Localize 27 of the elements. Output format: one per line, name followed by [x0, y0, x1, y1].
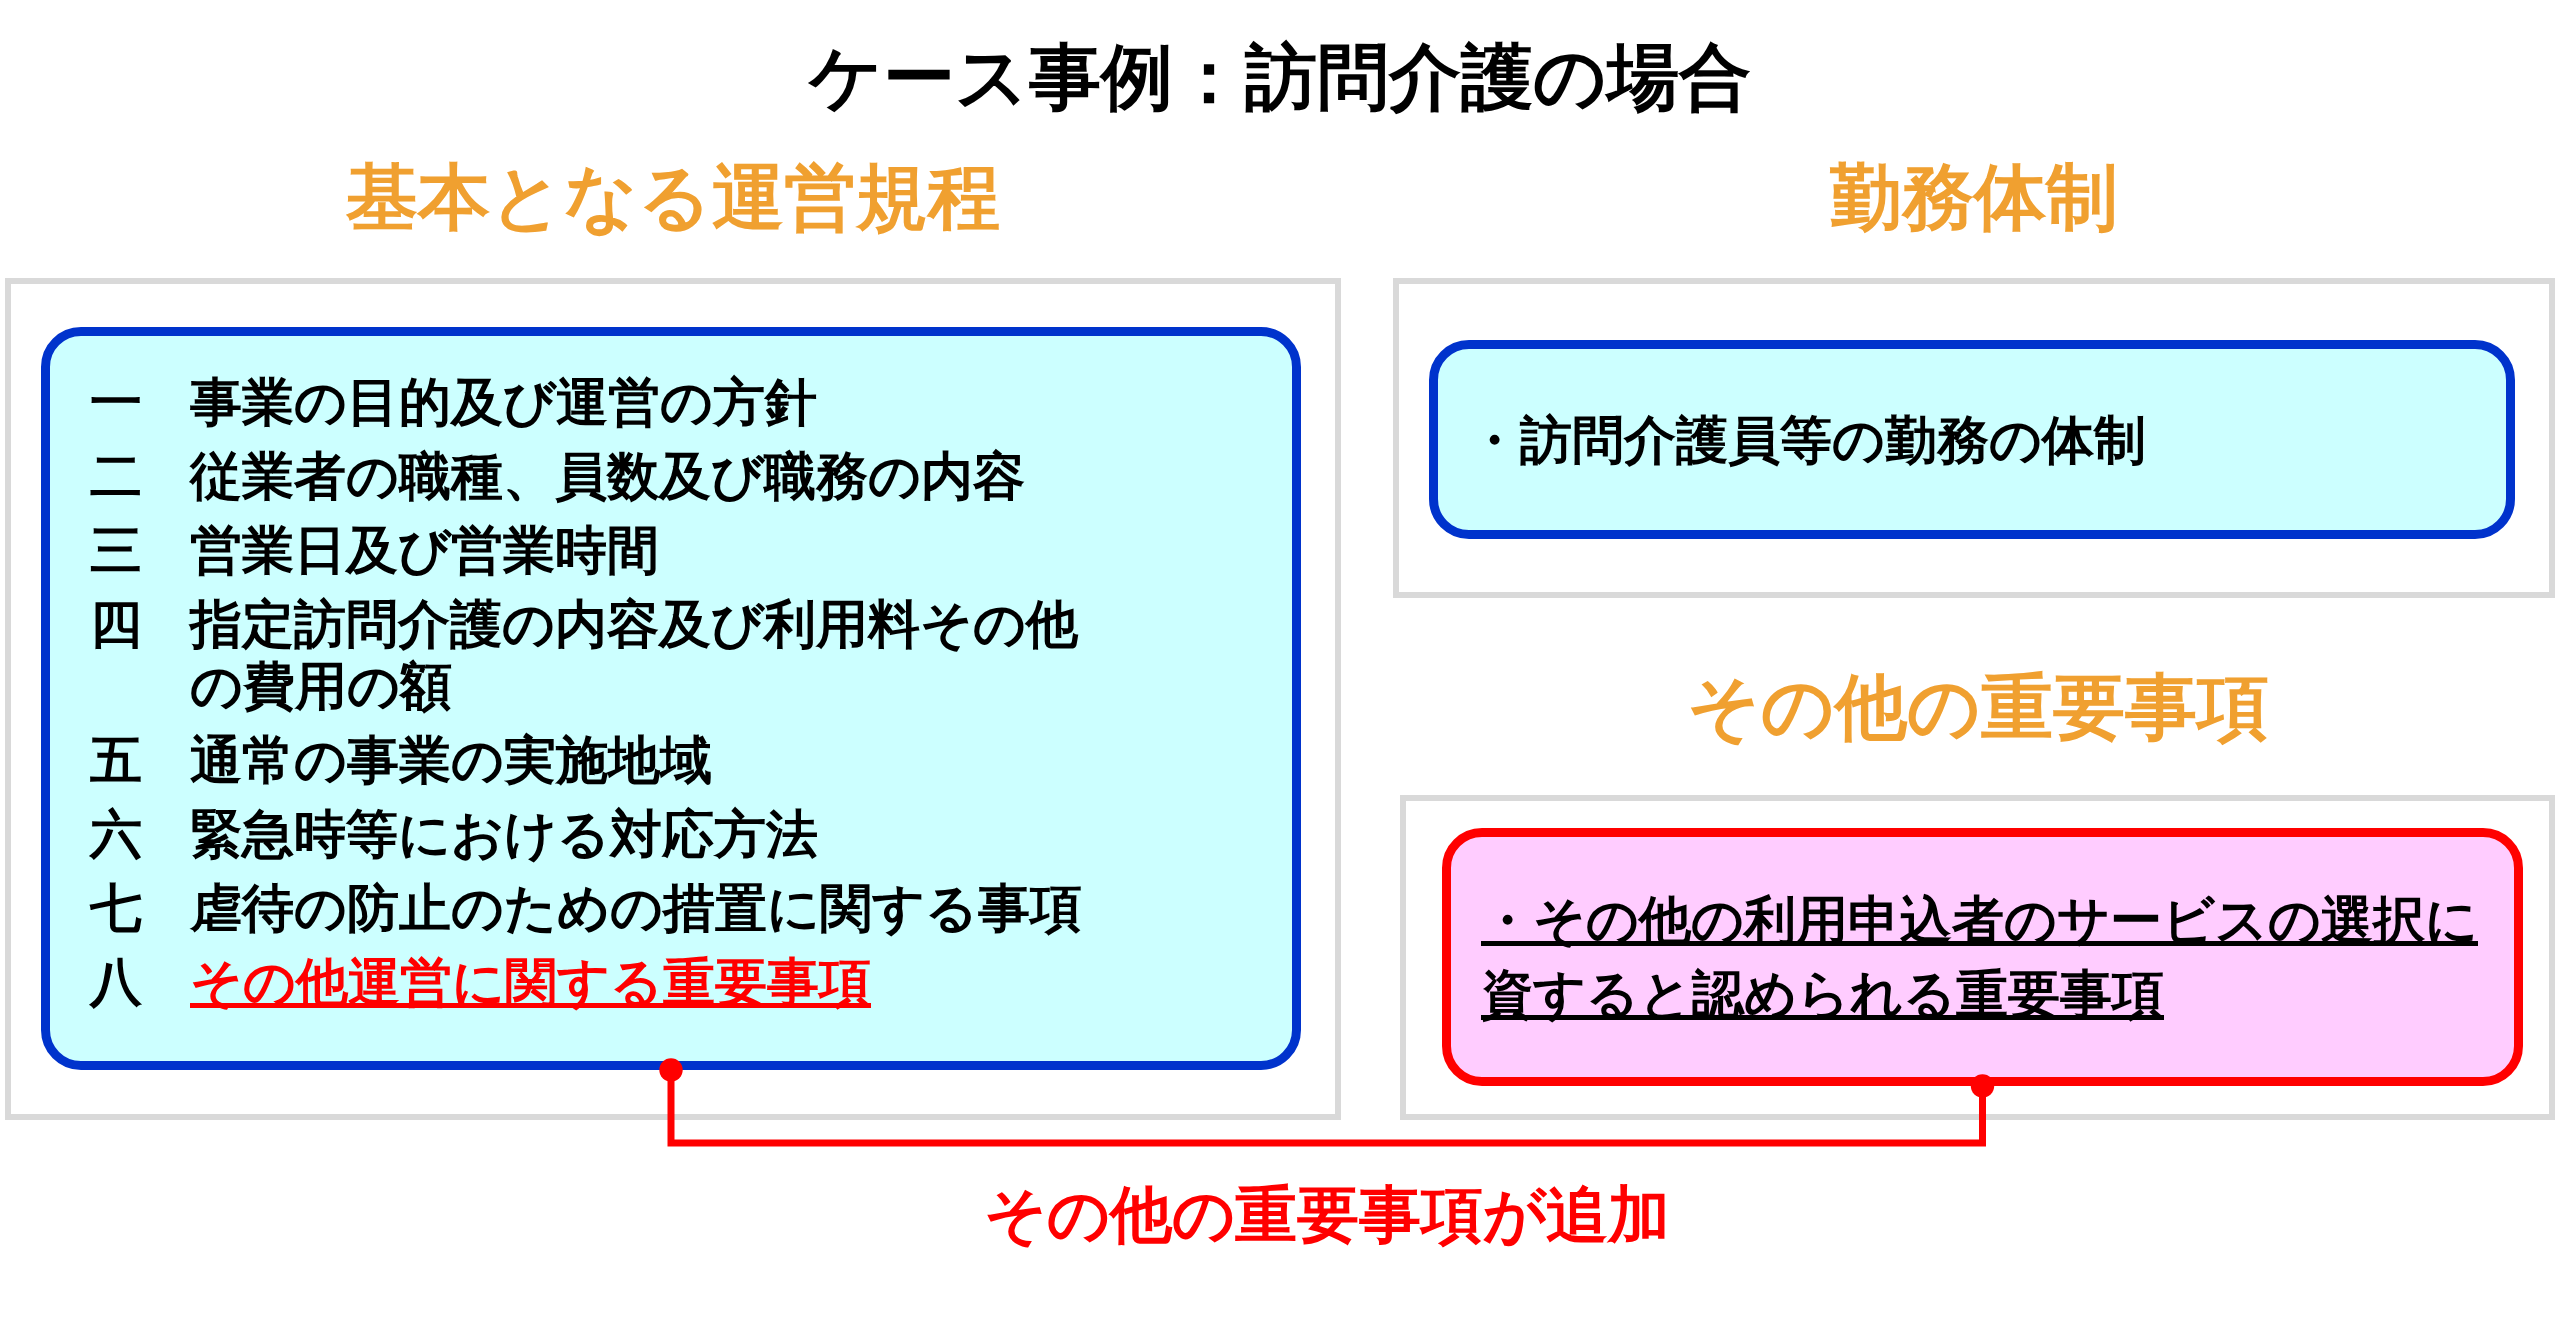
item-text: 事業の目的及び運営の方針 — [190, 371, 817, 433]
item-text: 緊急時等における対応方法 — [190, 803, 818, 865]
item-number: 二 — [90, 445, 142, 507]
connector-line — [659, 1058, 1995, 1147]
section-heading: その他の重要事項 — [1685, 664, 2270, 751]
item-number: 八 — [90, 951, 142, 1013]
item-text: 従業者の職種、員数及び職務の内容 — [190, 445, 1025, 507]
edge-label: その他の重要事項が追加 — [982, 1177, 1671, 1253]
section-heading: 基本となる運営規程 — [345, 154, 1001, 241]
item-number: 三 — [90, 519, 142, 581]
text-box — [1429, 340, 2515, 539]
section-heading: 勤務体制 — [1829, 154, 2119, 241]
item-text: 指定訪問介護の内容及び利用料その他の費用の額 — [190, 593, 1079, 717]
item-number: 六 — [90, 803, 142, 865]
item-text: 通常の事業の実施地域 — [190, 729, 712, 791]
item-text: 虐待の防止のための措置に関する事項 — [190, 877, 1082, 939]
box-text: ・その他の利用申込者のサービスの選択に資すると認められる重要事項 — [1481, 889, 2479, 1026]
text-box — [1442, 828, 2523, 1086]
item-number: 七 — [90, 877, 142, 939]
item-number: 四 — [90, 593, 142, 656]
list-box — [41, 327, 1301, 1070]
item-number: 五 — [90, 729, 142, 791]
item-text: その他運営に関する重要事項 — [190, 951, 871, 1013]
diagram-title: ケース事例：訪問介護の場合 — [807, 34, 1752, 121]
item-number: 一 — [90, 371, 142, 433]
item-text: 営業日及び営業時間 — [190, 519, 659, 581]
box-text: ・訪問介護員等の勤務の体制 — [1468, 408, 2147, 472]
